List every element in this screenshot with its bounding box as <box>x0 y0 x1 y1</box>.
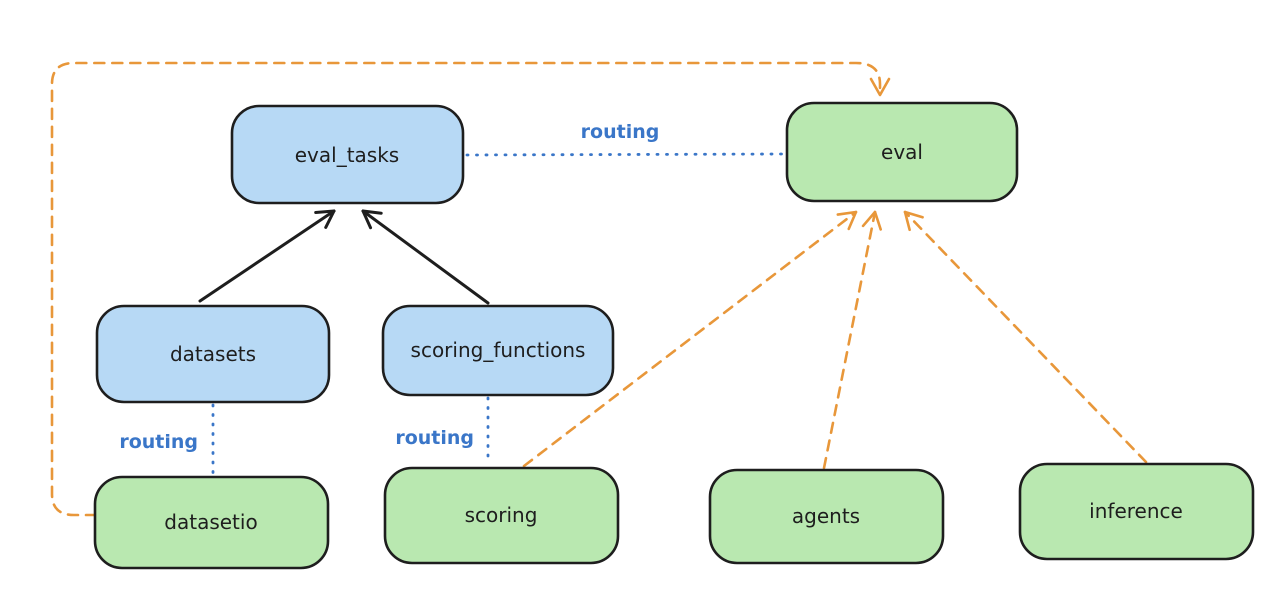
node-datasetio[interactable]: datasetio <box>93 475 330 570</box>
node-scoring-label: scoring <box>465 503 538 527</box>
edge-inference-to-eval <box>903 210 1148 464</box>
edge-agents-to-eval <box>822 210 883 470</box>
edge-label-routing-top: routing <box>581 121 660 143</box>
node-scoring-functions-label: scoring_functions <box>411 338 586 362</box>
node-agents[interactable]: agents <box>708 468 945 565</box>
edge-label-routing-datasets: routing <box>119 431 198 453</box>
edge-label-routing-scoring: routing <box>395 427 474 449</box>
edge-datasets-to-eval-tasks <box>198 209 336 303</box>
node-inference[interactable]: inference <box>1018 462 1255 561</box>
node-datasets[interactable]: datasets <box>95 304 331 404</box>
node-eval-box[interactable] <box>785 101 1019 203</box>
node-eval[interactable]: eval <box>785 101 1019 203</box>
edge-scoring-to-eval <box>522 210 858 468</box>
node-eval-tasks-label: eval_tasks <box>295 143 399 167</box>
node-scoring-box[interactable] <box>383 466 620 565</box>
node-datasetio-label: datasetio <box>164 510 257 534</box>
node-eval-tasks-box[interactable] <box>230 104 465 205</box>
node-eval-tasks[interactable]: eval_tasks <box>230 104 465 205</box>
node-scoring[interactable]: scoring <box>383 466 620 565</box>
node-inference-label: inference <box>1089 499 1183 523</box>
node-inference-box[interactable] <box>1018 462 1255 561</box>
node-datasets-label: datasets <box>170 342 256 366</box>
node-scoring-functions[interactable]: scoring_functions <box>381 304 615 397</box>
node-agents-box[interactable] <box>708 468 945 565</box>
node-scoring-functions-box[interactable] <box>381 304 615 397</box>
node-datasetio-box[interactable] <box>93 475 330 570</box>
edge-scoring-functions-to-eval-tasks <box>361 209 490 305</box>
node-agents-label: agents <box>792 504 860 528</box>
edge-routing-eval-tasks-eval <box>465 152 786 157</box>
node-datasets-box[interactable] <box>95 304 331 404</box>
edge-datasetio-to-eval <box>50 61 891 517</box>
node-eval-label: eval <box>881 140 923 164</box>
